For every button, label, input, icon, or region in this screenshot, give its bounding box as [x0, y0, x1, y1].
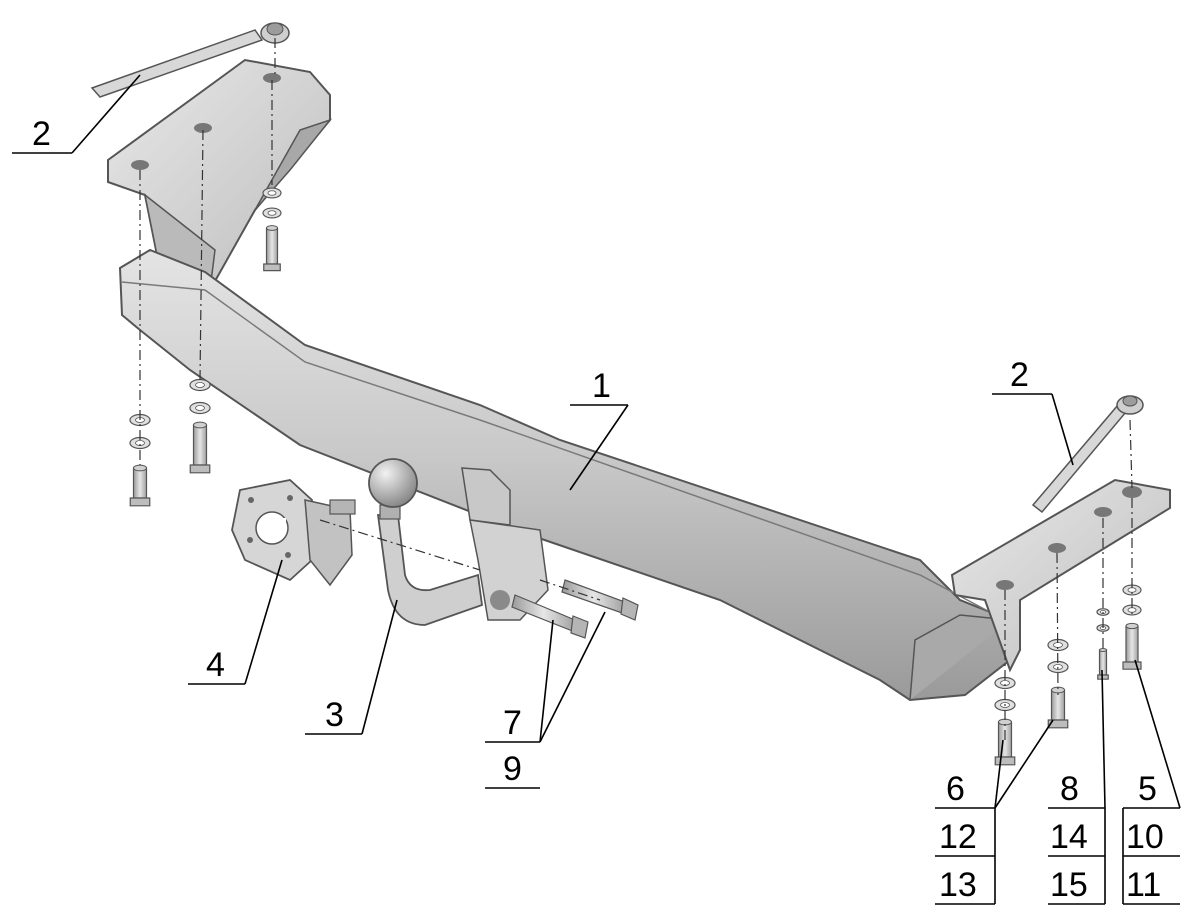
bolt-shank	[265, 227, 279, 265]
bracket-hole	[1048, 543, 1066, 553]
left-mounting-bracket	[107, 58, 333, 292]
bracket-hole	[1122, 486, 1142, 498]
bolt-tip	[266, 225, 278, 231]
bolt-head	[1047, 719, 1069, 729]
callout-11: 11	[1126, 866, 1161, 904]
tow-ball-assembly	[368, 458, 549, 626]
bolt-tip	[1125, 622, 1139, 630]
callout-2-left: 2	[32, 115, 51, 153]
callout-leaders	[12, 74, 1181, 905]
callout-12: 12	[939, 818, 977, 856]
bolt-head	[263, 263, 281, 272]
hitch-bolts	[511, 579, 639, 639]
bolt-shank	[192, 424, 208, 466]
bracket-hole	[194, 123, 212, 133]
callout-9: 9	[503, 750, 522, 788]
bracket-hole	[1094, 507, 1112, 517]
bracket-hole	[131, 160, 149, 170]
tow-ball	[368, 458, 418, 508]
bolt-shank	[1098, 649, 1108, 676]
right-mounting-bracket	[950, 478, 1171, 673]
callout-4: 4	[206, 646, 225, 684]
bolt-head	[1097, 674, 1109, 680]
callout-13: 13	[939, 866, 977, 904]
callout-6: 6	[946, 770, 965, 808]
callout-10: 10	[1126, 818, 1164, 856]
bolt-head	[994, 756, 1016, 766]
washer-hole	[1127, 587, 1137, 593]
bolt-shank	[132, 467, 148, 499]
callout-3: 3	[325, 696, 344, 734]
bolt-head	[129, 497, 151, 507]
bolt-tip	[133, 464, 147, 472]
fastener-stacks	[129, 187, 1142, 766]
washer-hole	[267, 210, 277, 216]
bolt-shank	[1125, 625, 1139, 663]
washer-hole	[267, 190, 277, 196]
washer-hole	[195, 405, 205, 411]
callout-15: 15	[1050, 866, 1088, 904]
callout-2-right: 2	[1010, 356, 1029, 394]
callout-5: 5	[1138, 770, 1157, 808]
main-crossbar	[118, 248, 1011, 702]
assembly-axes	[139, 38, 1133, 740]
bolt-head	[189, 464, 211, 474]
callout-7: 7	[503, 704, 522, 742]
washer-hole	[1127, 607, 1137, 613]
bolt-tip	[1099, 647, 1107, 653]
bracket-hole	[996, 580, 1014, 590]
callout-14: 14	[1050, 818, 1088, 856]
callout-8: 8	[1060, 770, 1079, 808]
washer-hole	[195, 382, 205, 388]
bracket-hole	[263, 73, 281, 83]
right-reinforcement-strip	[1031, 395, 1144, 514]
socket-mounting-plate	[231, 479, 356, 587]
bolt-tip	[193, 421, 207, 429]
callout-1: 1	[592, 367, 611, 405]
washer-hole	[1053, 642, 1063, 648]
